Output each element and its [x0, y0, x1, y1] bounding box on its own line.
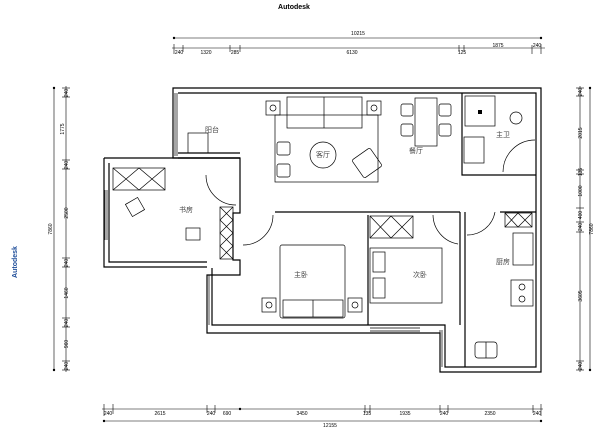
dim-bottom-seg: 240	[104, 411, 113, 417]
dim-left-seg: 1775	[60, 123, 66, 134]
dim-top-total: 10215	[351, 31, 365, 37]
room-label-living: 客厅	[316, 150, 330, 159]
room-label-master-bath: 主卫	[496, 130, 510, 139]
room-labels: 阳台 客厅 餐厅 主卫 书房 主卧 次卧 厨房	[179, 125, 510, 279]
fridge	[512, 232, 534, 266]
dim-bottom-seg: 2350	[484, 411, 495, 417]
bottom-dimensions: 240 2615 240 690 3450 135 1935 240 2350 …	[102, 404, 543, 429]
dim-right-seg: 1000	[578, 185, 584, 196]
sink	[463, 136, 485, 164]
room-label-balcony: 阳台	[205, 125, 219, 134]
wardrobe	[369, 215, 414, 239]
dim-right-seg: 135	[578, 168, 584, 177]
desk-chair	[185, 227, 201, 241]
armchair	[352, 148, 382, 178]
watermark-left: Autodesk	[12, 246, 19, 278]
watermark-top: Autodesk	[278, 4, 310, 11]
dim-left-seg: 240	[64, 161, 70, 170]
room-label-dining: 餐厅	[409, 146, 423, 155]
room-label-second-bedroom: 次卧	[413, 270, 427, 279]
bookshelf	[219, 206, 234, 260]
dim-top-seg: 240	[533, 43, 542, 49]
dim-right-seg: 400	[578, 211, 584, 220]
dim-bottom-seg: 240	[440, 411, 449, 417]
dim-right-total: 7860	[589, 223, 595, 234]
second-bed	[369, 247, 443, 304]
dim-right-seg: 240	[578, 88, 584, 97]
dim-left-total: 7860	[48, 223, 54, 234]
dim-bottom-seg: 3450	[296, 411, 307, 417]
dim-right-seg: 3605	[578, 290, 584, 301]
dim-left-seg: 240	[64, 89, 70, 98]
living-rug	[274, 114, 379, 183]
dim-right-seg: 240	[578, 362, 584, 371]
side-table	[366, 100, 382, 116]
dim-bottom-seg: 1935	[399, 411, 410, 417]
toilet	[509, 111, 523, 125]
dim-left-seg: 240	[64, 319, 70, 328]
dim-bottom-total: 12155	[323, 423, 337, 429]
top-dimensions: 10215 240 1320 285 6130 125 1875 240	[172, 31, 545, 56]
master-bed	[279, 244, 346, 319]
dining-table	[414, 97, 438, 147]
study-chair	[124, 196, 146, 218]
dim-left-seg: 240	[64, 362, 70, 371]
dim-right-seg: 240	[578, 223, 584, 232]
dim-right-seg: 2015	[578, 127, 584, 138]
sofa	[286, 96, 363, 129]
dim-left-seg: 2500	[64, 207, 70, 218]
ottoman	[276, 141, 291, 156]
right-dimensions: 240 2015 135 1000 400 240 3605 240 7860	[576, 86, 595, 372]
room-label-master-bedroom: 主卧	[294, 270, 308, 279]
dim-left-seg: 1460	[64, 287, 70, 298]
dim-top-seg: 285	[231, 50, 240, 56]
furniture	[112, 95, 534, 359]
coffee-table	[309, 141, 337, 169]
room-label-kitchen: 厨房	[496, 257, 510, 266]
dim-top-seg: 1320	[200, 50, 211, 56]
ottoman	[276, 163, 291, 178]
dim-bottom-seg: 2615	[154, 411, 165, 417]
left-dimensions: 7860 240 1775 240 2500 240 1460 240 960 …	[48, 86, 70, 372]
stove	[510, 279, 534, 307]
dim-bottom-seg: 240	[533, 411, 542, 417]
dim-top-seg: 240	[175, 50, 184, 56]
dim-top-seg: 6130	[346, 50, 357, 56]
dim-bottom-seg: 690	[223, 411, 232, 417]
room-label-study: 书房	[179, 205, 193, 214]
dim-left-seg: 240	[64, 259, 70, 268]
dim-top-seg: 1875	[492, 43, 503, 49]
dim-bottom-seg: 240	[207, 411, 216, 417]
side-table	[265, 100, 281, 116]
washer	[187, 132, 209, 154]
walls	[103, 87, 542, 373]
dim-left-seg: 960	[64, 340, 70, 349]
dim-bottom-seg: 135	[363, 411, 372, 417]
dim-top-seg: 125	[458, 50, 467, 56]
